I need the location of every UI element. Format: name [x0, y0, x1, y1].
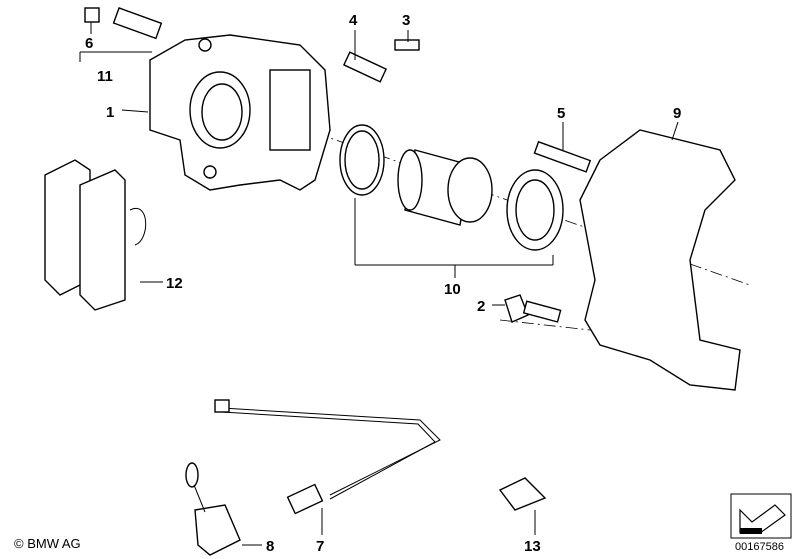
- label-1: 1: [106, 104, 114, 121]
- orientation-arrow-icon: [730, 493, 792, 539]
- label-5: 5: [557, 105, 565, 122]
- guide-pin[interactable]: [533, 140, 592, 173]
- leader-lines: [79, 22, 679, 546]
- label-9: 9: [673, 105, 681, 122]
- piston[interactable]: [397, 149, 493, 226]
- bleeder-screw[interactable]: [342, 39, 420, 83]
- label-12: 12: [166, 275, 183, 292]
- label-13: 13: [524, 538, 541, 555]
- label-10: 10: [444, 281, 461, 298]
- brake-wear-sensor[interactable]: [185, 399, 441, 556]
- label-8: 8: [266, 538, 274, 555]
- label-2: 2: [477, 298, 485, 315]
- brake-pad-set[interactable]: [44, 159, 147, 311]
- copyright-text: © BMW AG: [14, 536, 81, 551]
- bolt-axis-line: [499, 319, 591, 331]
- guide-bolt[interactable]: [84, 7, 163, 40]
- grease-packet[interactable]: [498, 477, 547, 511]
- label-3: 3: [402, 12, 410, 29]
- label-4: 4: [349, 12, 358, 29]
- brake-caliper-housing[interactable]: [149, 34, 331, 191]
- label-11: 11: [97, 68, 113, 85]
- diagram-id: 00167586: [735, 541, 784, 553]
- label-6: 6: [85, 35, 93, 52]
- caliper-carrier[interactable]: [579, 129, 741, 391]
- hex-bolt[interactable]: [504, 294, 562, 323]
- label-7: 7: [316, 538, 324, 555]
